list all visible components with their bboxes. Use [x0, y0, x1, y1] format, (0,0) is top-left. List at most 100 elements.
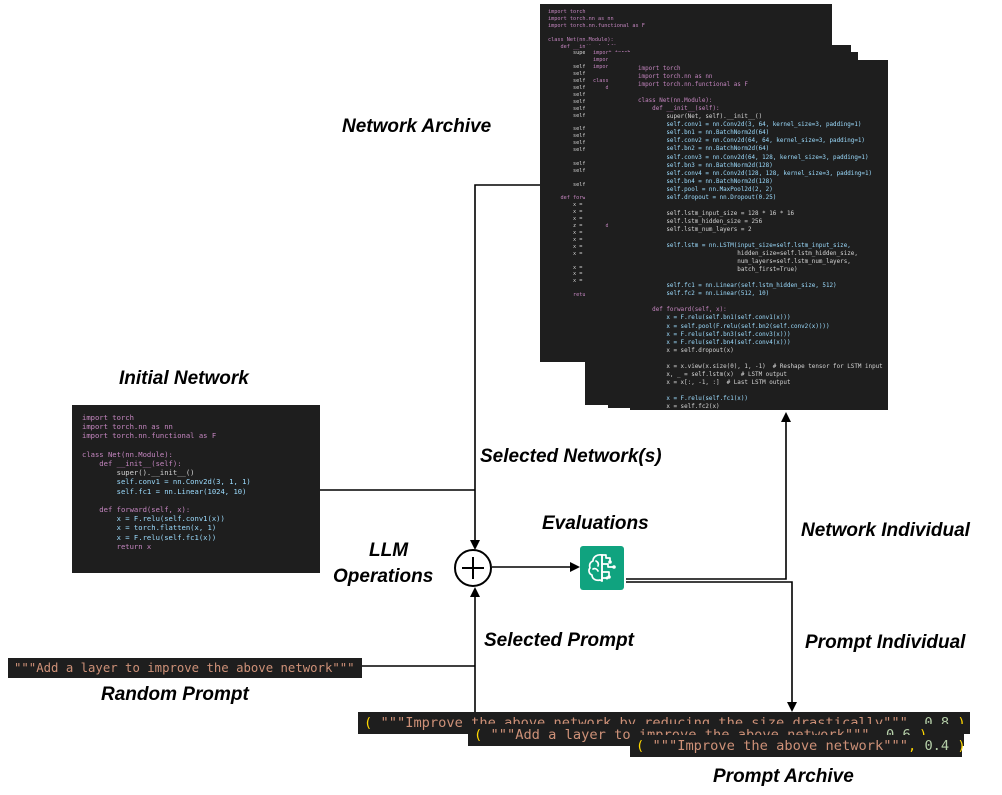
code-line: self.b: [548, 112, 592, 119]
separator: ,: [907, 738, 925, 754]
llm-operations-label-2: Operations: [333, 566, 434, 587]
paren-open: (: [364, 715, 381, 731]
code-line: super: [548, 50, 589, 57]
code-line: x = F.relu(self.bn3(self.conv3(x))): [638, 331, 791, 338]
code-line: self.c: [548, 105, 592, 112]
network-individual-arrow: [626, 412, 791, 580]
prompt-score: 0.4: [924, 738, 950, 754]
code-line: class Net(nn.Module):: [638, 98, 713, 105]
code-line: self.l: [548, 167, 592, 174]
code-line: self.lstm_input_size = 128 * 16 * 16: [638, 210, 795, 217]
code-line: self.b: [548, 84, 592, 91]
code-line: def forwa: [548, 195, 589, 202]
brain-chip-icon: [580, 546, 624, 590]
code-line: self.l: [548, 160, 592, 167]
code-line: self.pool = nn.MaxPool2d(2, 2): [638, 186, 773, 193]
paren-close: ): [949, 715, 966, 731]
code-line: import torch: [82, 413, 134, 422]
code-line: import torch.nn.functional as F: [82, 431, 217, 441]
code-line: super().__init__(): [82, 468, 195, 478]
selected-networks-label: Selected Network(s): [480, 446, 662, 467]
code-line: x = self.pool(F.relu(self.bn2(self.conv2…: [638, 323, 830, 330]
code-line: self.l: [548, 133, 592, 140]
random-prompt-bar: """Add a layer to improve the above netw…: [8, 658, 362, 678]
code-line: import torch.nn as nn: [548, 15, 614, 22]
code-line: hidden_size=self.lstm_hidden_size,: [638, 251, 858, 258]
code-line: def forward(self, x):: [638, 307, 727, 314]
code-line: x, _ = self.lstm(x) # LSTM output: [638, 371, 787, 378]
code-line: self.conv3 = nn.Conv2d(64, 128, kernel_s…: [638, 154, 869, 161]
paren-close: ): [949, 738, 966, 754]
code-line: super(Net, self).__init__(): [638, 114, 763, 121]
prompt-archive-label: Prompt Archive: [713, 766, 854, 787]
code-line: self.lstm_num_layers = 2: [638, 226, 752, 233]
code-line: import torch: [638, 66, 681, 72]
code-line: import torch.nn.functional as F: [548, 22, 645, 29]
selected-networks-arrow: [470, 184, 540, 550]
paren-open: (: [474, 727, 491, 743]
code-line: self.fc2 = nn.Linear(512, 10): [638, 291, 770, 298]
code-line: self.l: [548, 147, 592, 154]
code-line: return x: [82, 541, 152, 551]
code-line: batch_first=True): [638, 267, 798, 274]
code-line: self.f: [548, 181, 592, 188]
code-line: x = F.relu(self.fc1(x)): [82, 532, 217, 542]
code-line: return: [548, 292, 592, 299]
code-line: x = F.relu(self.bn4(self.conv4(x))): [638, 339, 791, 346]
code-line: self.conv4 = nn.Conv2d(128, 128, kernel_…: [638, 170, 873, 177]
code-line: x = F.relu(self.bn1(self.conv1(x))): [638, 315, 791, 322]
code-line: self.l: [548, 126, 592, 133]
code-line: x = F.relu(self.conv1(x)): [82, 514, 225, 524]
evaluations-label: Evaluations: [542, 513, 649, 534]
code-line: self.b: [548, 98, 592, 105]
code-line: x = F.relu(self.fc1(x)): [638, 395, 748, 402]
code-line: x = x.view(x.size(0), 1, -1) # Reshape t…: [638, 363, 883, 370]
code-line: self.bn2 = nn.BatchNorm2d(64): [638, 146, 770, 153]
code-line: num_layers=self.lstm_num_layers,: [638, 259, 851, 266]
random-prompt-label: Random Prompt: [101, 684, 249, 705]
code-line: self.bn3 = nn.BatchNorm2d(128): [638, 162, 773, 169]
code-line: class Net(nn.Module):: [82, 449, 173, 459]
code-line: def forward(self, x):: [82, 505, 191, 515]
network-individual-label: Network Individual: [801, 520, 970, 541]
code-line: import torch: [548, 9, 586, 15]
network-archive-label: Network Archive: [342, 116, 492, 137]
code-line: def __init__(self):: [82, 459, 182, 469]
prompt-text: """Improve the above network""": [652, 738, 908, 754]
code-line: import torch.nn.functional as F: [638, 82, 748, 89]
code-line: self.dropout = nn.Dropout(0.25): [638, 194, 777, 201]
prompt-individual-label: Prompt Individual: [805, 632, 966, 653]
code-line: x = self.dropout(x): [638, 347, 734, 354]
code-line: self.lstm = nn.LSTM(input_size=self.lstm…: [638, 243, 851, 250]
prompt-individual-arrow: [626, 581, 797, 712]
random-prompt-text: """Add a layer to improve the above netw…: [14, 661, 355, 675]
code-line: class Net(nn.Module):: [548, 36, 614, 43]
code-line: self.fc1 = nn.Linear(1024, 10): [82, 486, 247, 496]
code-line: self.conv1 = nn.Conv2d(3, 1, 1): [82, 477, 251, 487]
code-line: import torch.nn as nn: [638, 74, 713, 81]
code-line: self.bn4 = nn.BatchNorm2d(128): [638, 178, 773, 185]
separator: ,: [907, 715, 925, 731]
code-line: import torch.nn as nn: [82, 422, 173, 432]
code-line: self.conv1 = nn.Conv2d(3, 64, kernel_siz…: [638, 122, 862, 129]
code-line: def __init__(self):: [638, 106, 720, 113]
circled-plus-icon: [454, 549, 492, 587]
code-line: x = torch.flatten(x, 1): [82, 523, 217, 533]
code-line: self.c: [548, 64, 592, 71]
selected-prompt-label: Selected Prompt: [484, 630, 634, 651]
code-line: self.bn1 = nn.BatchNorm2d(64): [638, 130, 770, 137]
code-line: x = x[:, -1, :] # Last LSTM output: [638, 379, 791, 386]
code-line: self.l: [548, 140, 592, 147]
code-line: self.conv2 = nn.Conv2d(64, 64, kernel_si…: [638, 138, 865, 145]
code-line: x = self.fc2(x): [638, 403, 720, 410]
code-line: self.b: [548, 71, 592, 78]
llm-operations-label-1: LLM: [369, 540, 409, 561]
paren-open: (: [636, 738, 653, 754]
code-line: self.lstm_hidden_size = 256: [638, 218, 763, 225]
initial-network-label: Initial Network: [119, 368, 249, 389]
prompt-archive-entry-3: ( """Improve the above network""", 0.4 ): [630, 735, 966, 757]
code-line: self.fc1 = nn.Linear(self.lstm_hidden_si…: [638, 283, 837, 290]
